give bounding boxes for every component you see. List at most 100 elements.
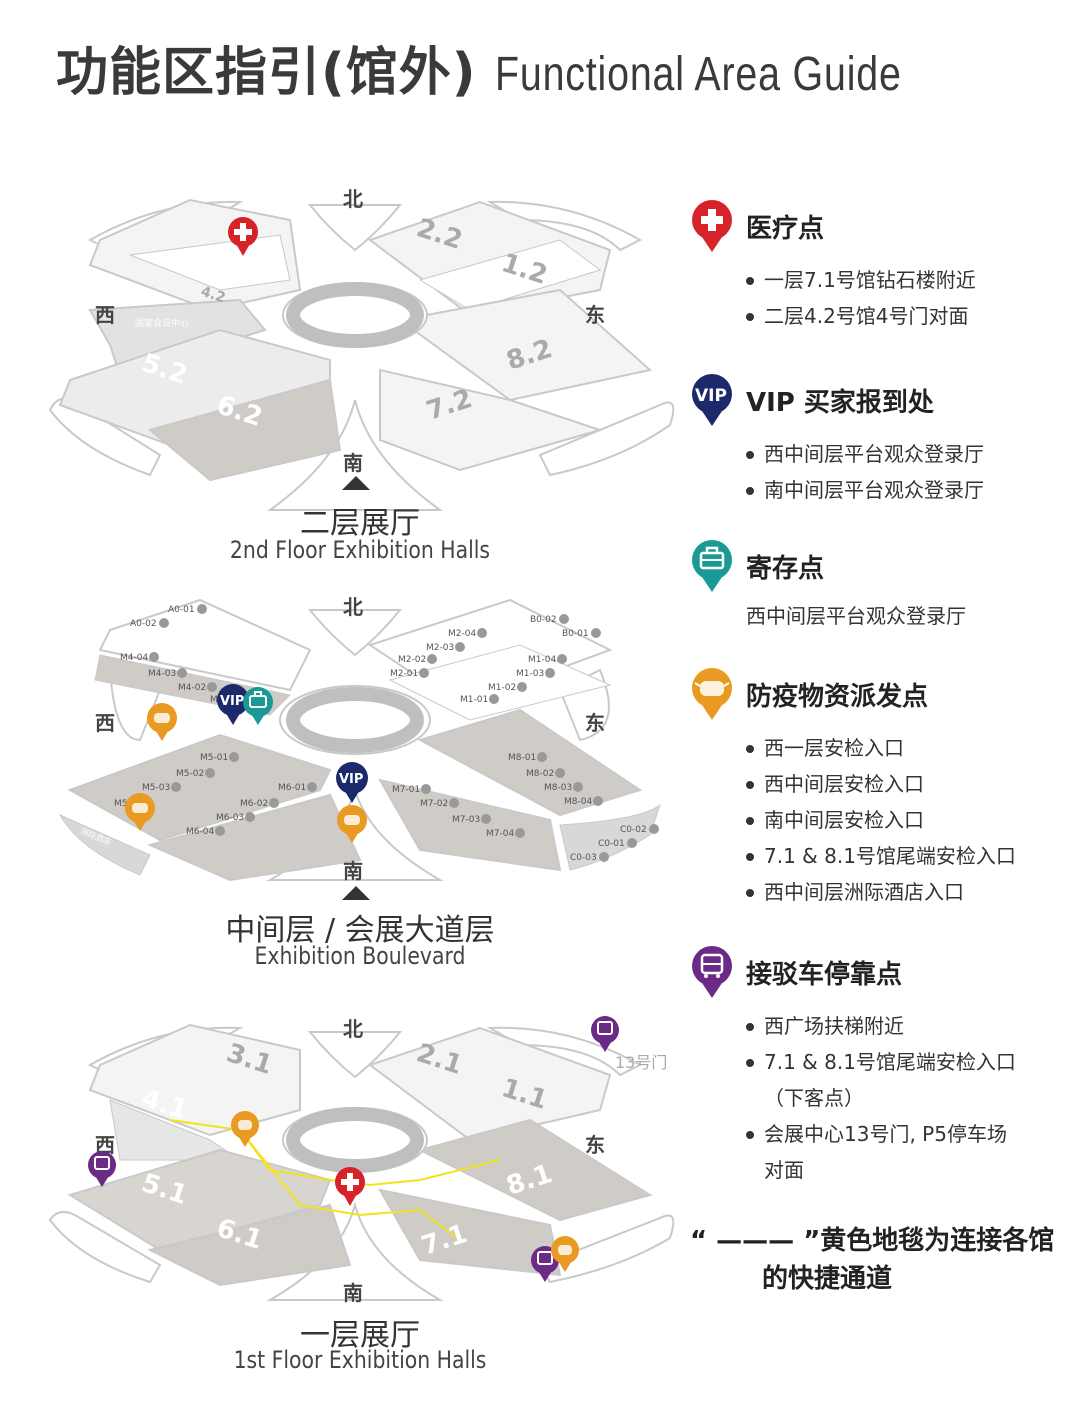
point-dot	[591, 628, 601, 638]
south-label: 南	[343, 451, 363, 475]
point-dot	[207, 682, 217, 692]
floor2-map: 2.2 1.2 4.2 5.2 6.2 7.2 8.2 国家会议中心 北 南 西…	[48, 187, 675, 511]
point-dot	[559, 614, 569, 624]
point-label: M2-01	[390, 669, 418, 679]
south-arrow-icon	[342, 886, 370, 900]
point-label: M6-03	[216, 813, 244, 823]
point-dot	[593, 796, 603, 806]
point-dot	[573, 782, 583, 792]
legend-item: 西中间层洲际酒店入口	[746, 874, 1060, 910]
point-label: M1-01	[460, 695, 488, 705]
point-label: M2-04	[448, 629, 476, 639]
legend-item: 7.1 & 8.1号馆尾端安检入口	[746, 1044, 1060, 1080]
point-dot	[599, 852, 609, 862]
vip-pin-icon: VIP	[336, 762, 368, 803]
floor1-map: 3.1 2.1 4.1 1.1 5.1 8.1 6.1 7.1 北 南 西 东 …	[48, 1016, 675, 1305]
south-label: 南	[343, 859, 363, 883]
point-label: M7-01	[392, 785, 420, 795]
point-label: M8-02	[526, 769, 554, 779]
legend-storage: 寄存点 西中间层平台观众登录厅	[690, 538, 1060, 629]
title-en: Functional Area Guide	[494, 48, 902, 101]
point-dot	[269, 798, 279, 808]
point-label: M7-04	[486, 829, 514, 839]
point-dot	[245, 812, 255, 822]
point-dot	[537, 752, 547, 762]
mask-icon	[692, 668, 732, 720]
legend-mask: 防疫物资派发点 西一层安检入口 西中间层安检入口 南中间层安检入口 7.1 & …	[690, 666, 1060, 910]
legend-plain: 西中间层平台观众登录厅	[746, 604, 966, 628]
carpet-note-line1: “ ——— ”黄色地毯为连接各馆	[690, 1226, 1055, 1256]
legend-item: 西中间层安检入口	[746, 766, 1060, 802]
wing-sw	[48, 397, 162, 477]
point-label: M1-03	[516, 669, 544, 679]
north-label: 北	[343, 1017, 363, 1041]
title-cn: 功能区指引(馆外)	[56, 43, 477, 103]
point-label: M7-02	[420, 799, 448, 809]
point-label: M6-01	[278, 783, 306, 793]
point-label: C0-02	[620, 825, 647, 835]
point-label: M5-03	[142, 783, 170, 793]
boulevard-caption-en: Exhibition Boulevard	[254, 942, 466, 970]
legend-title: 医疗点	[746, 213, 825, 244]
legend-bus: 接驳车停靠点 西广场扶梯附近 7.1 & 8.1号馆尾端安检入口 （下客点） 会…	[690, 944, 1060, 1188]
west-label: 西	[95, 303, 115, 327]
floor2-caption-en: 2nd Floor Exhibition Halls	[229, 536, 491, 564]
point-dot	[481, 814, 491, 824]
bus-icon	[692, 946, 732, 998]
point-dot	[149, 652, 159, 662]
legend-item: 对面	[764, 1158, 804, 1182]
point-label: M2-03	[426, 643, 454, 653]
legend-item: 二层4.2号馆4号门对面	[746, 298, 1060, 334]
point-label: M4-03	[148, 669, 176, 679]
legend-item: 南中间层平台观众登录厅	[746, 472, 1060, 508]
point-dot	[517, 682, 527, 692]
vip-pin-icon: VIP	[217, 684, 249, 725]
east-label: 东	[585, 1133, 605, 1157]
vip-icon: VIP	[692, 374, 732, 426]
point-dot	[649, 824, 659, 834]
point-dot	[215, 826, 225, 836]
point-dot	[197, 604, 207, 614]
point-label: M8-03	[544, 783, 572, 793]
vip-icon-text: VIP	[695, 386, 727, 406]
gate-label: 13号门	[615, 1053, 667, 1072]
point-label: M8-01	[508, 753, 536, 763]
point-dot	[557, 654, 567, 664]
point-dot	[489, 694, 499, 704]
page-title: 功能区指引(馆外) Functional Area Guide	[56, 30, 991, 105]
legend-item: 一层7.1号馆钻石楼附近	[746, 262, 1060, 298]
legend-vip: VIP VIP 买家报到处 西中间层平台观众登录厅 南中间层平台观众登录厅	[690, 372, 1060, 508]
point-label: A0-02	[130, 619, 157, 629]
south-gate	[266, 399, 444, 511]
point-dot	[515, 828, 525, 838]
point-dot	[171, 782, 181, 792]
point-label: M1-02	[488, 683, 516, 693]
boulevard-caption: 中间层 / 会展大道层	[225, 913, 495, 948]
floor1-caption-en: 1st Floor Exhibition Halls	[233, 1346, 487, 1374]
bus-pin-icon	[591, 1016, 619, 1052]
legend-title: 接驳车停靠点	[746, 959, 903, 990]
hall-8-2	[397, 288, 653, 402]
mask-pin-icon	[551, 1236, 579, 1272]
point-label: M	[210, 695, 218, 705]
svg-text:VIP: VIP	[220, 694, 244, 709]
floor1-caption: 一层展厅	[300, 1318, 420, 1353]
point-dot	[177, 668, 187, 678]
point-label: M6-04	[186, 827, 214, 837]
point-label: M2-02	[398, 655, 426, 665]
point-label: B0-02	[530, 615, 557, 625]
medical-icon	[692, 200, 732, 252]
point-label: M5-01	[200, 753, 228, 763]
point-dot	[229, 752, 239, 762]
north-gate	[307, 204, 403, 252]
south-label: 南	[343, 1281, 363, 1305]
map-label: 国家会议中心	[135, 317, 189, 329]
storage-icon	[692, 540, 732, 592]
mask-pin-icon	[337, 805, 367, 843]
point-label: A0-01	[168, 605, 195, 615]
legend-item: 西一层安检入口	[746, 730, 1060, 766]
point-dot	[307, 782, 317, 792]
wing-ne	[486, 200, 643, 252]
hall-label: 4.2	[199, 284, 228, 307]
north-label: 北	[343, 595, 363, 619]
